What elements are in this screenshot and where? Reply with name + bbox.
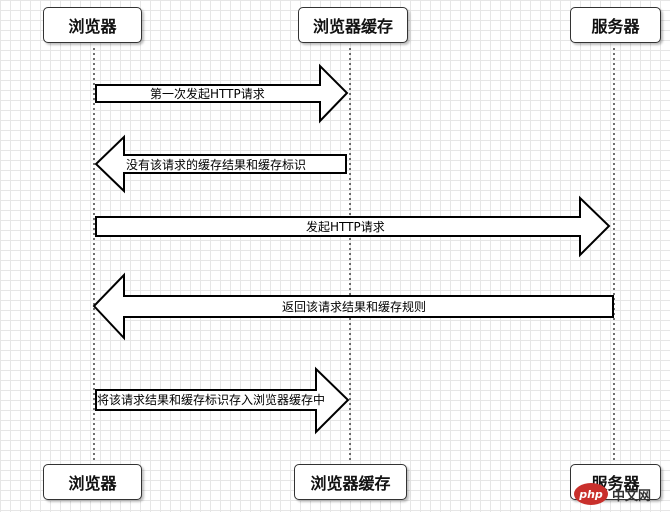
message-arrow-2 [94, 134, 347, 194]
watermark-text: 中文网 [612, 488, 652, 504]
message-label-1: 第一次发起HTTP请求 [150, 87, 265, 101]
participant-browser-bottom: 浏览器 [43, 464, 142, 500]
participant-browser-cache-top: 浏览器缓存 [298, 7, 408, 43]
message-label-3: 发起HTTP请求 [306, 220, 385, 234]
message-arrow-3 [95, 195, 611, 258]
watermark: php 中文网 [574, 480, 666, 508]
message-label-4: 返回该请求结果和缓存规则 [282, 300, 427, 314]
message-arrow-1 [95, 63, 349, 124]
message-arrow-5 [95, 366, 350, 435]
message-label-5: 将该请求结果和缓存标识存入浏览器缓存中 [97, 393, 326, 407]
watermark-logo: php [574, 483, 608, 505]
participant-server-bottom: 服务器 [570, 464, 661, 500]
message-label-2: 没有该请求的缓存结果和缓存标识 [126, 158, 307, 172]
participant-server-top: 服务器 [570, 7, 661, 43]
participant-browser-top: 浏览器 [43, 7, 142, 43]
message-arrow-4 [92, 272, 614, 341]
participant-browser-cache-bottom: 浏览器缓存 [294, 464, 407, 500]
